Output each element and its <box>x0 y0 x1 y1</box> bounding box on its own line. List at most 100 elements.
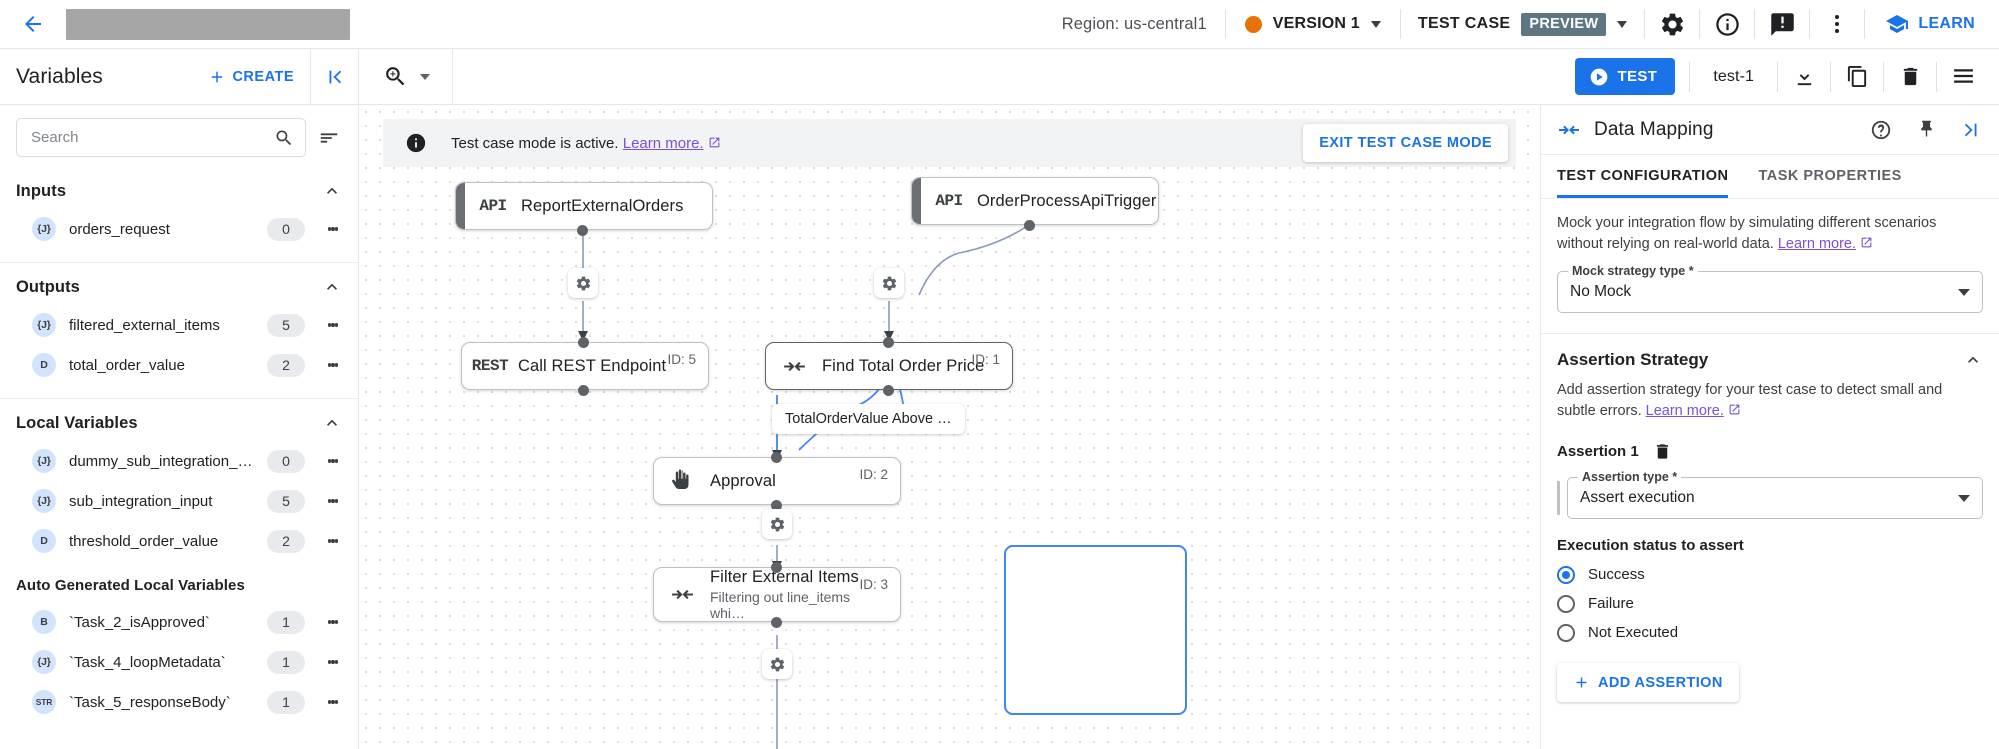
exit-test-case-mode-button[interactable]: EXIT TEST CASE MODE <box>1303 124 1508 162</box>
tab-task-properties[interactable]: TASK PROPERTIES <box>1758 168 1902 184</box>
list-item[interactable]: B `Task_2_isApproved` 1 <box>0 602 358 642</box>
radio-icon <box>1557 623 1575 642</box>
node-output-port[interactable] <box>771 617 782 628</box>
duplicate-icon[interactable] <box>1831 49 1883 105</box>
selected-node-card[interactable] <box>1004 545 1187 715</box>
assertion-type-select[interactable]: Assertion type * Assert execution <box>1567 470 1983 520</box>
download-icon[interactable] <box>1778 49 1830 105</box>
mock-strategy-select[interactable]: Mock strategy type * No Mock <box>1557 264 1983 314</box>
version-label: VERSION 1 <box>1272 15 1360 32</box>
node-input-port[interactable] <box>578 337 589 348</box>
tab-test-configuration[interactable]: TEST CONFIGURATION <box>1557 155 1729 198</box>
divider <box>1224 9 1226 39</box>
create-variable-button[interactable]: CREATE <box>208 68 310 86</box>
search-box[interactable] <box>16 118 306 157</box>
radio-icon <box>1557 594 1575 613</box>
test-case-selector[interactable]: TEST CASE PREVIEW <box>1401 12 1644 36</box>
more-vert-icon[interactable] <box>322 659 344 665</box>
pin-icon[interactable] <box>1910 114 1942 146</box>
flow-node-filter-external-items[interactable]: Filter External Items Filtering out line… <box>653 567 901 622</box>
more-vert-icon[interactable] <box>322 498 344 504</box>
node-input-port[interactable] <box>771 562 782 573</box>
learn-more-link[interactable]: Learn more. <box>622 134 704 152</box>
more-vert-icon[interactable] <box>322 322 344 328</box>
node-output-port[interactable] <box>1024 220 1035 231</box>
more-vert-icon[interactable] <box>322 458 344 464</box>
variables-toolbar: Variables CREATE <box>0 49 359 104</box>
list-item[interactable]: {J} dummy_sub_integration_var 0 <box>0 441 358 481</box>
help-icon[interactable] <box>1865 114 1897 146</box>
more-vert-icon[interactable] <box>322 226 344 232</box>
flow-node-order-process-api-trigger[interactable]: API OrderProcessApiTrigger <box>911 177 1159 225</box>
gear-icon[interactable] <box>1645 0 1699 49</box>
node-output-port[interactable] <box>883 385 894 396</box>
learn-more-link[interactable]: Learn more. <box>1645 403 1724 420</box>
section-header-local-variables[interactable]: Local Variables <box>0 399 358 441</box>
variable-count: 2 <box>267 353 305 377</box>
radio-option-success[interactable]: Success <box>1557 560 1983 589</box>
list-item[interactable]: {J} orders_request 0 <box>0 209 358 249</box>
chevron-up-icon <box>1968 356 1978 363</box>
collapse-left-icon[interactable] <box>310 49 358 104</box>
edge-condition-label[interactable]: TotalOrderValue Above … <box>772 404 965 434</box>
node-output-port[interactable] <box>578 385 589 396</box>
node-output-port[interactable] <box>771 500 782 511</box>
more-vert-icon[interactable] <box>322 362 344 368</box>
info-icon[interactable] <box>1700 0 1754 49</box>
mock-description-text: Mock your integration flow by simulating… <box>1557 215 1937 253</box>
add-assertion-button[interactable]: ADD ASSERTION <box>1557 663 1739 703</box>
flow-node-approval[interactable]: Approval ID: 2 <box>653 457 901 505</box>
more-vert-icon[interactable] <box>1810 0 1864 49</box>
list-icon[interactable] <box>1937 49 1989 105</box>
node-input-port[interactable] <box>771 452 782 463</box>
variables-panel-title: Variables <box>16 64 103 88</box>
more-vert-icon[interactable] <box>322 538 344 544</box>
version-selector[interactable]: VERSION 1 <box>1226 15 1400 33</box>
list-item[interactable]: {J} filtered_external_items 5 <box>0 305 358 345</box>
radio-option-failure[interactable]: Failure <box>1557 589 1983 618</box>
flow-node-report-external-orders[interactable]: API ReportExternalOrders <box>455 182 713 230</box>
variable-name: filtered_external_items <box>69 316 220 334</box>
learn-button[interactable]: LEARN <box>1865 12 1985 36</box>
list-item[interactable]: STR `Task_5_responseBody` 1 <box>0 682 358 722</box>
learn-more-link[interactable]: Learn more. <box>1777 236 1857 253</box>
list-item[interactable]: {J} sub_integration_input 5 <box>0 481 358 521</box>
arrow-left-icon[interactable] <box>18 9 48 39</box>
list-item[interactable]: D threshold_order_value 2 <box>0 521 358 561</box>
variable-name: `Task_4_loopMetadata` <box>69 653 226 671</box>
variable-type-badge: D <box>32 529 56 553</box>
section-title: Outputs <box>16 277 80 296</box>
canvas-toolbar <box>359 49 1575 104</box>
assertion-type-label: Assertion type * <box>1578 470 1682 485</box>
variable-count: 2 <box>267 529 305 553</box>
list-item[interactable]: D total_order_value 2 <box>0 345 358 385</box>
sidebar-section-local-variables: Local Variables {J} dummy_sub_integratio… <box>0 399 358 735</box>
region-label: Region: us-central1 <box>1061 14 1207 33</box>
test-button[interactable]: TEST <box>1575 58 1676 95</box>
edge-settings-gear-icon[interactable] <box>762 509 792 539</box>
collapse-right-icon[interactable] <box>1955 114 1987 146</box>
zoom-control[interactable] <box>359 49 453 104</box>
feedback-icon[interactable] <box>1755 0 1809 49</box>
node-output-port[interactable] <box>577 225 588 236</box>
edge-settings-gear-icon[interactable] <box>874 268 904 298</box>
flow-canvas[interactable]: Test case mode is active. Learn more. EX… <box>359 105 1540 749</box>
more-vert-icon[interactable] <box>322 699 344 705</box>
edge-settings-gear-icon[interactable] <box>568 268 598 298</box>
search-input[interactable] <box>31 129 266 146</box>
list-item[interactable]: {J} `Task_4_loopMetadata` 1 <box>0 642 358 682</box>
delete-icon[interactable] <box>1884 49 1936 105</box>
divider <box>1754 9 1756 39</box>
assertion-section-header[interactable]: Assertion Strategy <box>1541 334 1999 370</box>
flow-node-call-rest-endpoint[interactable]: REST Call REST Endpoint ID: 5 <box>461 342 709 390</box>
flow-node-find-total-order-price[interactable]: Find Total Order Price ID: 1 <box>765 342 1013 390</box>
section-header-inputs[interactable]: Inputs <box>0 167 358 209</box>
sort-icon[interactable] <box>316 127 342 149</box>
radio-option-not-executed[interactable]: Not Executed <box>1557 618 1983 647</box>
more-vert-icon[interactable] <box>322 619 344 625</box>
edge-settings-gear-icon[interactable] <box>762 649 792 679</box>
node-input-port[interactable] <box>883 337 894 348</box>
delete-icon[interactable] <box>1653 442 1672 461</box>
section-header-outputs[interactable]: Outputs <box>0 263 358 305</box>
